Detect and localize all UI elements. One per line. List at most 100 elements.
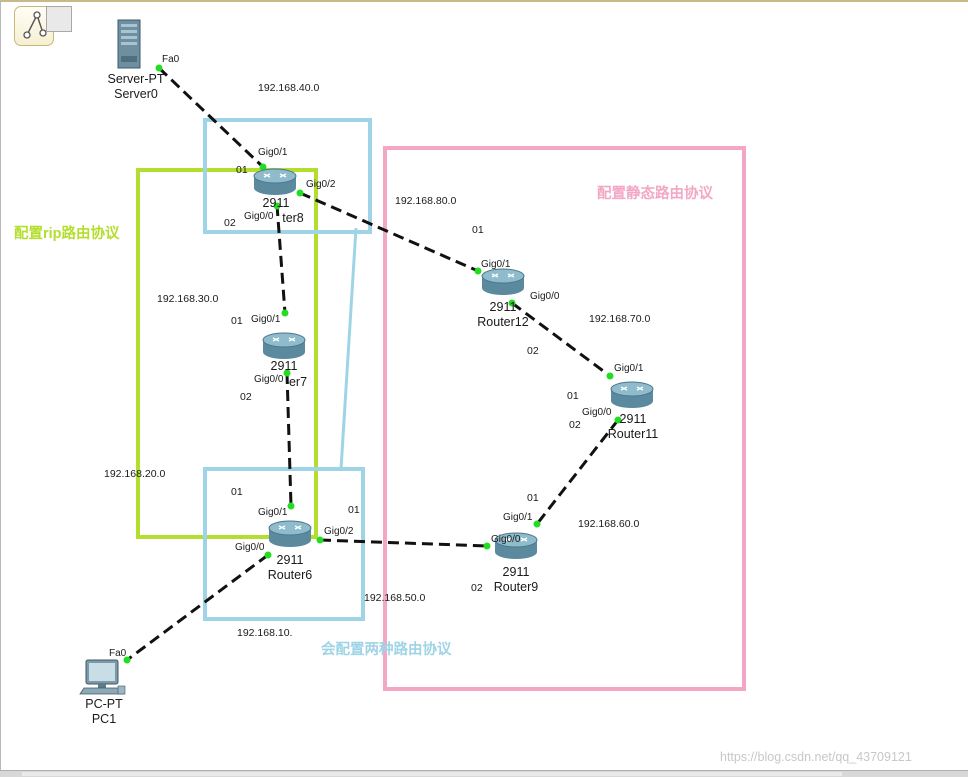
device-model: 2911 [502,565,530,579]
network-label-50: 192.168.50.0 [364,592,426,604]
router-icon[interactable] [494,532,538,559]
port-label-r6-gig02: Gig0/2 [324,526,354,537]
port-dot-r11-g00 [614,416,622,424]
device-model: 2911 [489,300,517,314]
port-dot-r8-g01 [259,163,267,171]
window-left-border [0,0,1,776]
static-zone-box [383,146,746,691]
network-label-80: 192.168.80.0 [395,195,457,207]
topology-glyph-icon [23,11,47,39]
port-dot-r7-g01 [281,309,289,317]
device-label-router11: 2911 Router11 [598,412,668,442]
device-label-router12: 2911 Router12 [470,300,536,330]
port-dot-r9-g01 [533,520,541,528]
host-id-r7-02: 02 [240,391,252,403]
device-name: PC1 [91,712,117,726]
host-id-r8-02: 02 [224,217,236,229]
device-name: Router11 [607,427,659,441]
port-label-r9-gig00: Gig0/0 [491,534,521,545]
link-router7-router6[interactable] [285,372,293,507]
device-name: Router9 [493,580,539,594]
static-zone-label: 配置静态路由协议 [597,186,713,202]
device-label-router8: 2911 [256,196,296,211]
host-id-r11-02: 02 [569,419,581,431]
router-icon[interactable] [610,381,654,408]
host-id-r7-01: 01 [231,315,243,327]
port-dot-r6-g01 [287,502,295,510]
router-icon[interactable] [262,332,306,359]
port-dot-r12-g01 [474,267,482,275]
both-zone-connector [339,227,358,470]
host-id-r12-02: 02 [527,345,539,357]
port-dot-r8-g02 [296,189,304,197]
both-zone-box-top [203,118,372,234]
watermark: https://blog.csdn.net/qq_43709121 [720,750,912,764]
server-icon[interactable] [117,19,141,69]
link-router8-router12[interactable] [299,191,479,273]
pc-icon[interactable] [79,659,126,695]
port-label-r12-gig01: Gig0/1 [481,259,511,270]
both-zone-box-bottom [203,467,365,621]
port-label-r6-gig00: Gig0/0 [235,542,265,553]
host-id-r11-01: 01 [567,390,579,402]
router-icon[interactable] [253,168,297,195]
port-dot-server0 [155,64,163,72]
port-dot-r6-g02 [316,536,324,544]
port-dot-r6-g00 [264,551,272,559]
device-label-server0: Server-PT Server0 [96,72,176,102]
rip-zone-label: 配置rip路由协议 [14,226,120,242]
device-name: Router6 [267,568,313,582]
port-label-r6-gig01: Gig0/1 [258,507,288,518]
link-router11-router9[interactable] [535,419,620,525]
device-name: Server0 [114,87,158,101]
network-label-60: 192.168.60.0 [578,518,640,530]
link-router12-router11[interactable] [511,301,611,378]
device-name: Router12 [477,315,529,329]
port-label-r7-gig00: Gig0/0 [254,374,284,385]
horizontal-scrollbar[interactable] [0,770,968,777]
host-id-r12-01: 01 [472,224,484,236]
port-dot-r11-g01 [606,372,614,380]
window-top-border [0,0,968,2]
network-label-20: 192.168.20.0 [104,468,166,480]
device-name-router7: er7 [288,375,308,389]
port-label-r8-gig02: Gig0/2 [306,179,336,190]
device-model: PC-PT [85,697,123,711]
port-dot-r7-g00 [283,369,291,377]
device-model: Server-PT [107,72,165,86]
port-dot-r9-g00 [483,542,491,550]
port-label-r7-gig01: Gig0/1 [251,314,281,325]
port-dot-r12-g00 [508,299,516,307]
network-label-30: 192.168.30.0 [157,293,219,305]
router-icon[interactable] [481,268,525,295]
port-label-r9-gig01: Gig0/1 [503,512,533,523]
link-router6-pc1[interactable] [126,553,269,662]
host-id-r6-01: 01 [231,486,243,498]
port-label-pc1-fa0: Fa0 [109,648,127,659]
link-router8-router7[interactable] [275,204,287,314]
host-id-r6-01b: 01 [348,504,360,516]
network-label-70: 192.168.70.0 [589,313,651,325]
router-icon[interactable] [268,520,312,547]
device-model: 2911 [276,553,304,567]
scrollbar-thumb[interactable] [22,772,842,776]
port-label-server0-fa0: Fa0 [162,54,180,65]
network-label-10: 192.168.10. [237,627,293,639]
port-label-r11-gig00: Gig0/0 [582,407,612,418]
both-zone-label: 会配置两种路由协议 [321,642,452,658]
port-label-r11-gig01: Gig0/1 [614,363,644,374]
link-router6-router9[interactable] [319,538,488,548]
host-id-r8-01: 01 [236,164,248,176]
port-label-r8-gig01: Gig0/1 [258,147,288,158]
device-name-router8: ter8 [282,211,304,225]
device-label-pc1: PC-PT PC1 [72,697,136,727]
device-model: 2911 [619,412,647,426]
link-server0-router8[interactable] [157,66,265,169]
network-label-40: 192.168.40.0 [258,82,320,94]
viewport-icon[interactable] [46,6,72,32]
port-label-r12-gig00: Gig0/0 [530,291,560,302]
port-dot-pc1 [123,656,131,664]
port-dot-r8-g00 [273,202,281,210]
host-id-r9-02: 02 [471,582,483,594]
